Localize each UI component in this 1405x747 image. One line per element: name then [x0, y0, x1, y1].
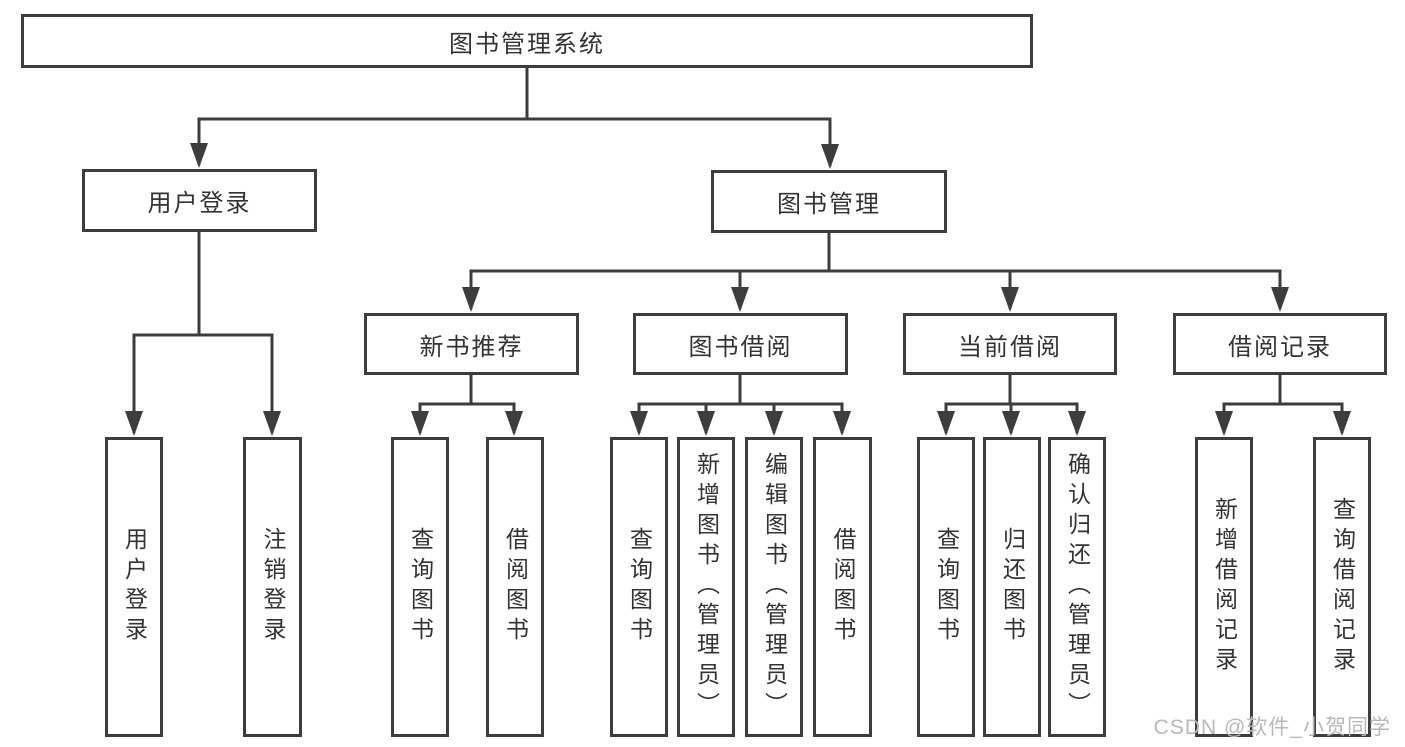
leaf-user-login: 用户登录 [105, 437, 163, 737]
node-label: 新增图书（管理员） [693, 452, 720, 722]
node-label: 查询图书 [933, 527, 960, 647]
node-library-management-system: 图书管理系统 [21, 14, 1033, 68]
node-label: 借阅图书 [502, 527, 529, 647]
arrowhead [1068, 411, 1086, 436]
arrowhead [1333, 411, 1351, 436]
node-label: 借阅记录 [1228, 333, 1332, 361]
leaf-query-books-3: 查询图书 [917, 437, 975, 737]
node-current-borrow: 当前借阅 [903, 313, 1117, 375]
node-label: 图书借阅 [688, 333, 793, 361]
arrowhead [630, 411, 648, 436]
connector-lines [132, 68, 1344, 433]
node-label: 编辑图书（管理员） [761, 452, 788, 722]
connector-userlogin-bus [132, 333, 274, 433]
leaf-return-books: 归还图书 [983, 437, 1041, 737]
arrowhead [125, 411, 143, 436]
node-label: 新增借阅记录 [1211, 497, 1238, 677]
node-label: 查询借阅记录 [1329, 497, 1356, 677]
connector-newbook-bus [418, 402, 516, 433]
connector-level3-bus [469, 269, 1282, 309]
node-label: 归还图书 [999, 527, 1026, 647]
node-label: 借阅图书 [830, 527, 856, 647]
arrowhead [821, 144, 839, 169]
arrowheads [125, 143, 1351, 436]
leaf-logout: 注销登录 [243, 437, 302, 737]
leaf-borrow-books-2: 借阅图书 [813, 437, 872, 737]
arrowhead [1002, 411, 1020, 436]
node-new-book-recommend: 新书推荐 [364, 313, 579, 375]
arrowhead [1001, 287, 1019, 312]
leaf-add-books-admin: 新增图书（管理员） [677, 437, 735, 737]
node-label: 图书管理系统 [449, 30, 605, 58]
node-label: 新书推荐 [419, 333, 524, 361]
connector-borrow-bus [637, 402, 844, 433]
connector-level2-bus [197, 117, 832, 166]
leaf-query-borrow-record: 查询借阅记录 [1313, 437, 1371, 737]
leaf-query-books-1: 查询图书 [391, 437, 449, 737]
arrowhead [1215, 411, 1233, 436]
arrowhead [937, 411, 955, 436]
arrowhead [1271, 287, 1289, 312]
node-borrow-record: 借阅记录 [1173, 313, 1387, 375]
arrowhead [462, 287, 480, 312]
leaf-edit-books-admin: 编辑图书（管理员） [745, 437, 803, 737]
arrowhead [833, 411, 851, 436]
leaf-confirm-return-admin: 确认归还（管理员） [1048, 437, 1106, 737]
node-label: 用户登录 [121, 527, 148, 647]
leaf-borrow-books-1: 借阅图书 [486, 437, 544, 737]
node-label: 查询图书 [626, 527, 653, 647]
node-book-management: 图书管理 [711, 170, 947, 233]
node-label: 确认归还（管理员） [1064, 452, 1091, 722]
leaf-add-borrow-record: 新增借阅记录 [1195, 437, 1253, 737]
node-label: 注销登录 [260, 527, 286, 647]
node-label: 查询图书 [407, 527, 434, 647]
arrowhead [411, 411, 429, 436]
arrowhead [263, 411, 281, 436]
node-user-login: 用户登录 [82, 169, 317, 232]
arrowhead [697, 411, 715, 436]
node-book-borrow: 图书借阅 [633, 313, 848, 375]
arrowhead [190, 143, 208, 168]
node-label: 当前借阅 [958, 333, 1062, 361]
arrowhead [765, 411, 783, 436]
node-label: 用户登录 [147, 190, 252, 217]
leaf-query-books-2: 查询图书 [610, 437, 668, 737]
csdn-watermark: CSDN @软件_小贺同学 [1153, 716, 1391, 739]
arrowhead [731, 287, 749, 312]
node-label: 图书管理 [777, 191, 881, 218]
connector-record-bus [1222, 402, 1344, 433]
arrowhead [505, 411, 523, 436]
